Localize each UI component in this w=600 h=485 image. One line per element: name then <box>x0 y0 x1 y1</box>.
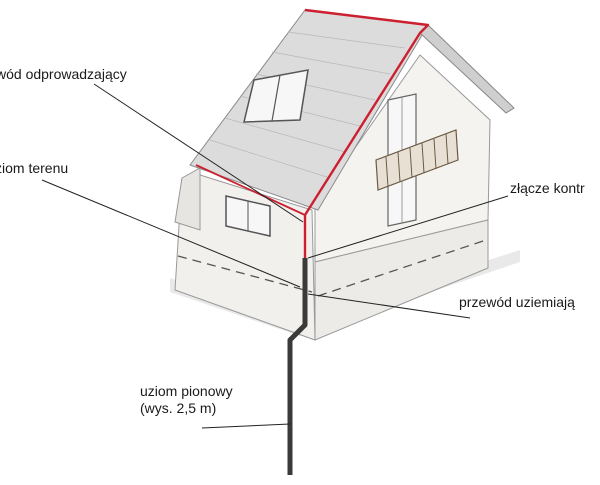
label-down-conductor: wód odprowadzający <box>0 66 127 82</box>
ground-line-left <box>177 255 313 293</box>
side-extension <box>174 167 201 231</box>
foundation-right <box>314 219 489 341</box>
label-earthing-conductor: przewód uziemiają <box>459 294 575 310</box>
leader-vertical-rod <box>201 423 291 429</box>
leader-down-conductor <box>93 83 304 223</box>
leader-test-joint <box>307 195 509 259</box>
leader-ground-level <box>41 179 301 288</box>
label-test-joint: złącze kontr <box>510 180 585 196</box>
label-vertical-rod: uziom pionowy (wys. 2,5 m) <box>140 383 233 417</box>
balcony-railing <box>385 133 449 188</box>
balcony <box>375 129 459 191</box>
leader-lines <box>41 83 509 429</box>
label-vertical-rod-line2: (wys. 2,5 m) <box>140 400 217 416</box>
label-vertical-rod-line1: uziom pionowy <box>140 383 233 399</box>
leader-earthing-conductor <box>307 293 471 319</box>
roof-window-mullion <box>271 74 281 122</box>
eave-conductor-red <box>195 164 306 216</box>
down-conductor-red <box>303 8 430 262</box>
label-ground-level: ziom terenu <box>0 160 69 176</box>
earthing-conductor-dark <box>287 258 308 475</box>
